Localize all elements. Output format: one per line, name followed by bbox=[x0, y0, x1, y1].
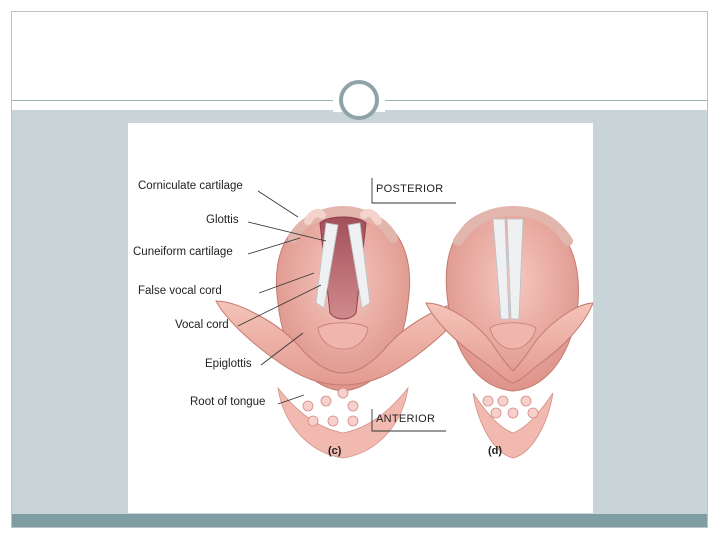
larynx-illustration bbox=[215, 178, 593, 459]
bottom-accent-bar bbox=[12, 514, 707, 527]
label-glottis: Glottis bbox=[206, 214, 239, 226]
label-vocal-cord: Vocal cord bbox=[175, 319, 229, 331]
decorative-ring-icon bbox=[339, 80, 379, 120]
label-cuneiform-cartilage: Cuneiform cartilage bbox=[133, 246, 233, 258]
orientation-posterior: POSTERIOR bbox=[376, 183, 444, 195]
orientation-anterior: ANTERIOR bbox=[376, 413, 436, 425]
panel-d-illustration bbox=[425, 205, 593, 459]
label-corniculate-cartilage: Corniculate cartilage bbox=[138, 180, 243, 192]
label-epiglottis: Epiglottis bbox=[205, 358, 252, 370]
panel-label-d: (d) bbox=[488, 445, 503, 457]
orientation-brackets bbox=[371, 178, 456, 432]
label-false-vocal-cord: False vocal cord bbox=[138, 285, 222, 297]
panel-c-illustration bbox=[215, 205, 471, 459]
leader-lines bbox=[237, 190, 327, 405]
panel-label-c: (c) bbox=[328, 445, 342, 457]
larynx-figure: Corniculate cartilage Glottis Cuneiform … bbox=[128, 123, 593, 513]
label-root-of-tongue: Root of tongue bbox=[190, 396, 266, 408]
